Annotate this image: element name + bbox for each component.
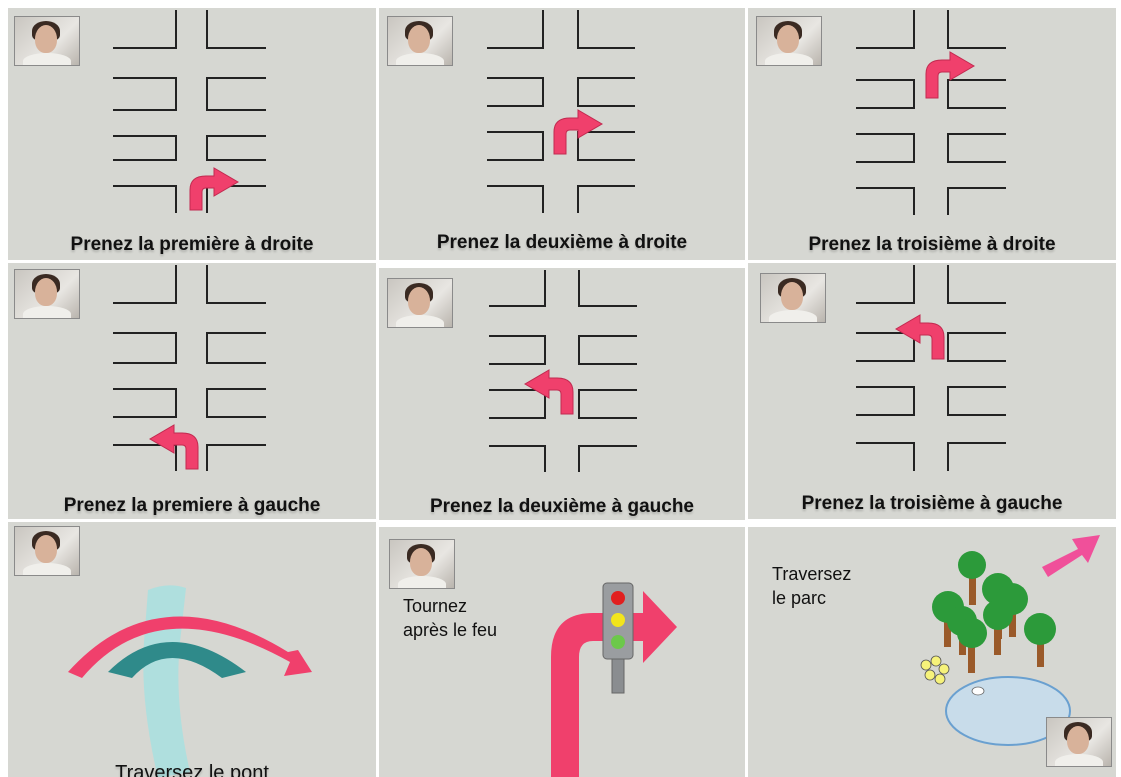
panel-caption: Prenez la première à droite: [70, 234, 314, 255]
speaker-thumbnail: [387, 278, 453, 328]
street-grid-diagram: [113, 10, 266, 213]
panel-caption: Prenez la deuxième à droite: [436, 232, 688, 253]
speaker-thumbnail: [756, 16, 822, 66]
panel-second-left: Prenez la deuxième à gauche: [379, 268, 745, 520]
turn-left-arrow-icon: [895, 314, 945, 360]
panel-caption-line2: le parc: [772, 588, 827, 608]
tree-icon: [932, 551, 1056, 673]
speaker-thumbnail: [387, 16, 453, 66]
turn-left-arrow-icon: [149, 424, 199, 470]
street-grid-diagram: [487, 10, 635, 213]
park-diagram: [920, 535, 1100, 746]
street-grid-diagram: [856, 10, 1006, 215]
panel-bridge: Traversez le pont: [8, 522, 376, 777]
street-grid-diagram: [856, 265, 1006, 471]
turn-right-arrow-icon: [553, 109, 603, 155]
speaker-thumbnail: [389, 539, 455, 589]
panel-third-right: Prenez la troisième à droite: [748, 8, 1116, 260]
panel-first-left: Prenez la premiere à gauche: [8, 263, 376, 519]
speaker-thumbnail: [14, 269, 80, 319]
panel-caption: Prenez la deuxième à gauche: [429, 496, 694, 517]
speaker-thumbnail: [14, 526, 80, 576]
turn-right-arrow-icon: [925, 51, 975, 99]
panel-traffic-light: Tournez après le feu: [379, 527, 745, 777]
speaker-thumbnail: [760, 273, 826, 323]
panel-third-left: Prenez la troisième à gauche: [748, 263, 1116, 519]
panel-first-right: Prenez la première à droite: [8, 8, 376, 260]
traffic-light-icon: [602, 582, 634, 694]
panel-caption-line2: après le feu: [403, 620, 498, 640]
turn-left-arrow-icon: [524, 369, 574, 415]
panel-caption: Prenez la premiere à gauche: [63, 495, 321, 516]
turn-right-arrow-icon: [189, 167, 239, 211]
speaker-thumbnail: [1046, 717, 1112, 767]
turn-after-light-diagram: [551, 591, 677, 777]
flower-icon: [920, 655, 950, 685]
panel-caption: Traversez le pont: [115, 762, 269, 777]
direction-arrow-icon: [1042, 535, 1100, 577]
panel-caption-line1: Traversez: [772, 564, 852, 584]
panel-caption-line1: Tournez: [403, 596, 468, 616]
bridge-icon: [68, 585, 312, 777]
panel-caption: Prenez la troisième à droite: [808, 234, 1056, 255]
panel-second-right: Prenez la deuxième à droite: [379, 8, 745, 260]
panel-park: Traversez le parc: [748, 527, 1116, 777]
speaker-thumbnail: [14, 16, 80, 66]
panel-caption: Prenez la troisième à gauche: [801, 493, 1063, 514]
street-grid-diagram: [489, 270, 637, 472]
